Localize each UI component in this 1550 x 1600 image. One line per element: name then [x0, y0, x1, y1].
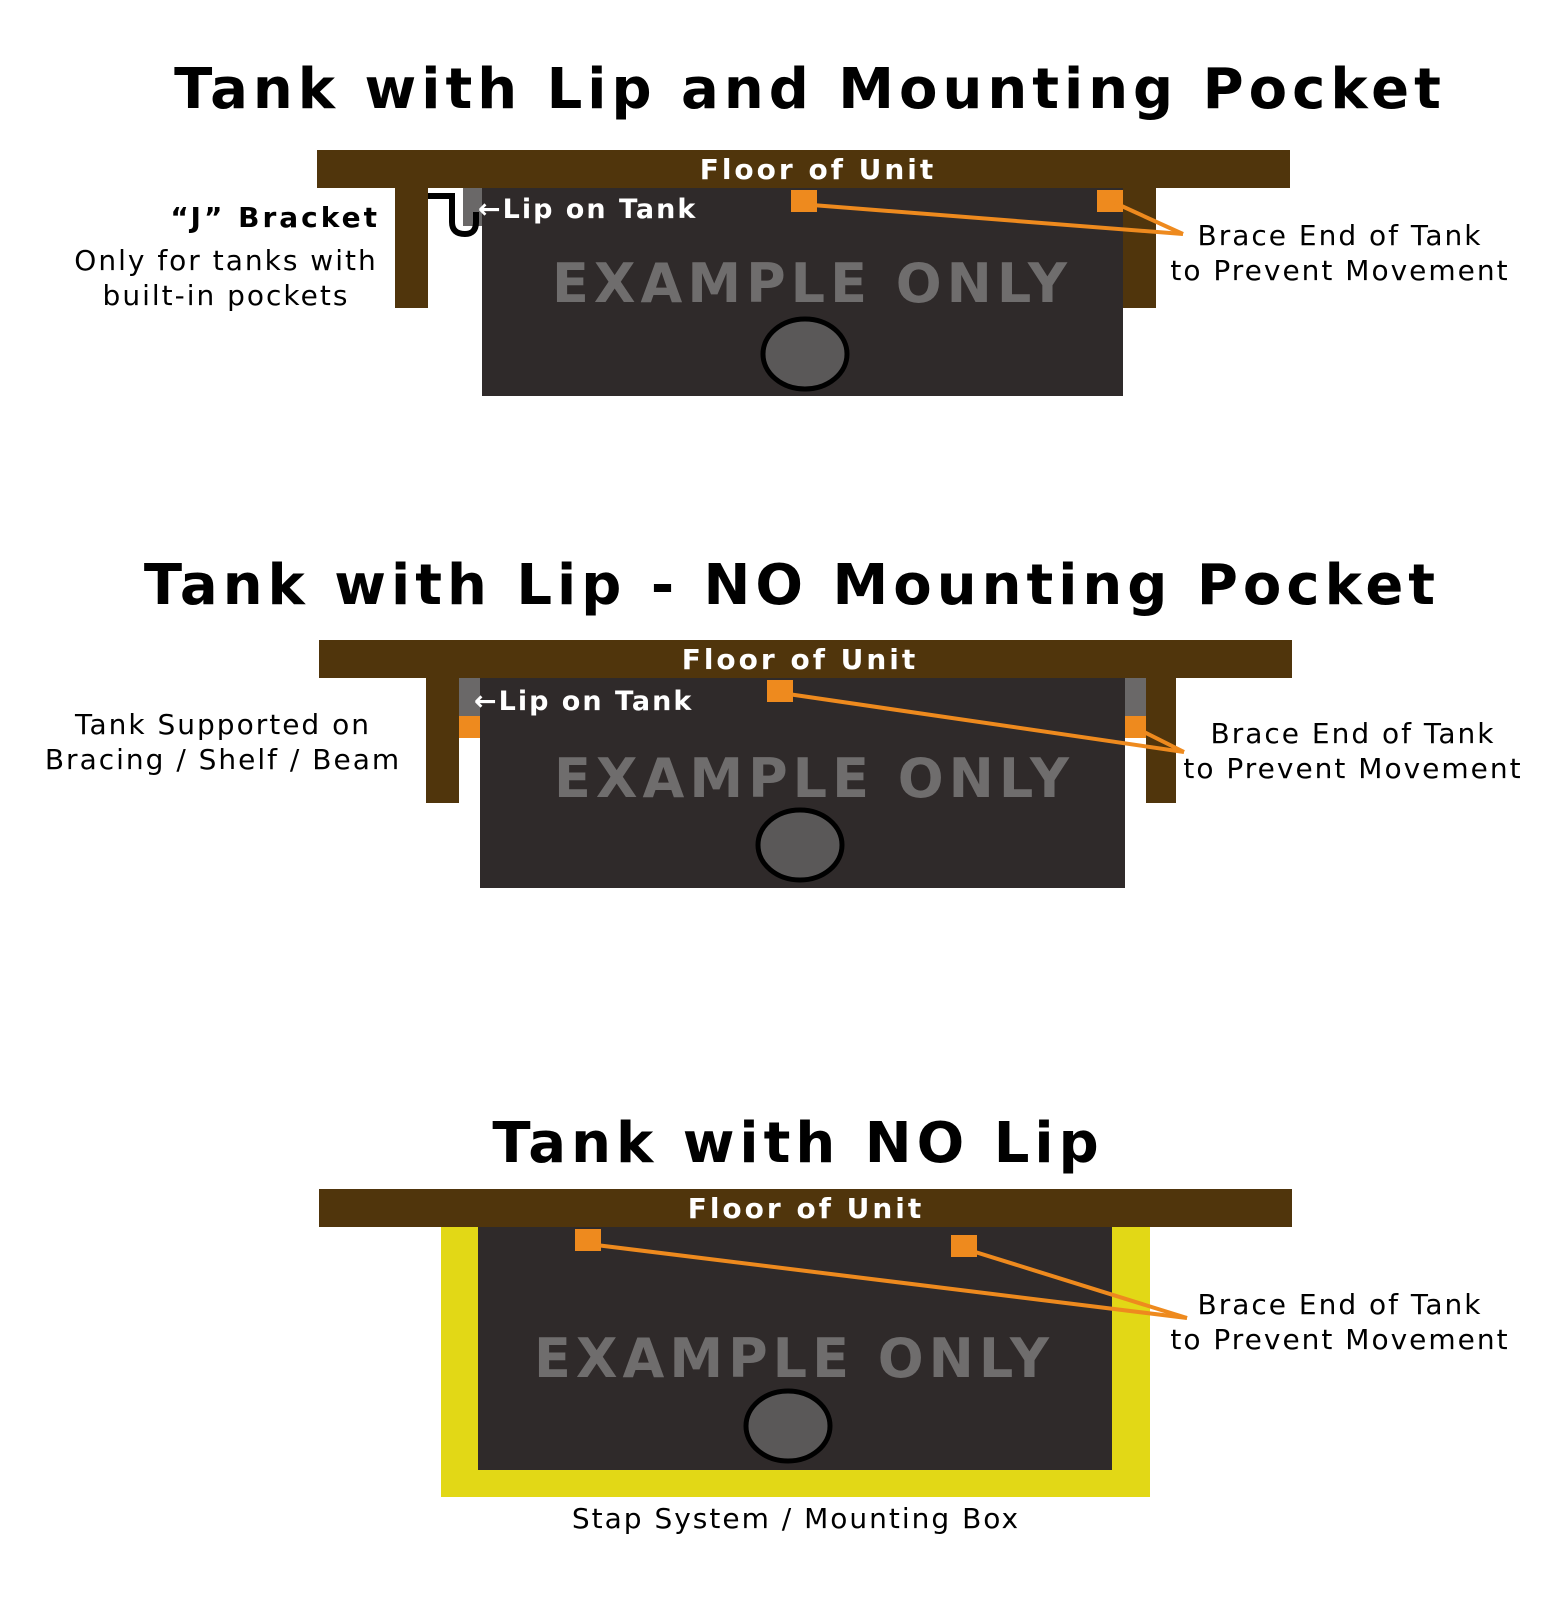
section3-drain-icon	[743, 1388, 833, 1464]
section1-brace-leader-1	[811, 203, 1184, 236]
section1-right-post	[1123, 188, 1156, 308]
section1-brace-block-1	[791, 190, 817, 212]
section1-brace-block-2	[1097, 190, 1123, 212]
section2-brace-label-1: Brace End of Tank	[1211, 717, 1496, 750]
section3-brace-block-1	[575, 1229, 601, 1251]
section1-brace-label-1: Brace End of Tank	[1198, 219, 1483, 252]
section1-brace-label-2: to Prevent Movement	[1170, 254, 1509, 287]
section2-brace-block-1	[767, 680, 793, 702]
section3-floor-label: Floor of Unit	[688, 1192, 925, 1225]
section2-title: Tank with Lip - NO Mounting Pocket	[144, 553, 1440, 618]
section2-tank-lip-right	[1125, 678, 1146, 716]
section2-brace-block-2	[1125, 716, 1146, 738]
section1-floor-beam	[317, 150, 1290, 188]
section3-title: Tank with NO Lip	[492, 1111, 1103, 1176]
section2-tank-lip-left	[459, 678, 480, 716]
section-lip-no-pocket: Tank with Lip - NO Mounting Pocket Floor…	[45, 553, 1522, 888]
section2-left-post	[426, 678, 459, 803]
j-bracket-hook-icon	[428, 193, 479, 238]
section1-lip-label: ←Lip on Tank	[478, 194, 697, 225]
section1-j-bracket-title: “J” Bracket	[170, 201, 380, 234]
section-no-lip: Tank with NO Lip Floor of Unit EXAMPLE O…	[319, 1111, 1509, 1535]
section3-brace-leader-1	[595, 1243, 1188, 1320]
section2-brace-label-2: to Prevent Movement	[1183, 752, 1522, 785]
section2-drain-icon	[755, 807, 845, 883]
section2-brace-leader-1	[787, 692, 1185, 754]
section2-brace-leader-2	[1139, 728, 1185, 754]
section1-left-post	[395, 188, 428, 308]
section3-brace-label-2: to Prevent Movement	[1170, 1323, 1509, 1356]
section1-watermark: EXAMPLE ONLY	[552, 252, 1072, 315]
section2-support-label-1: Tank Supported on	[74, 708, 371, 741]
section3-brace-leader-2	[971, 1249, 1188, 1320]
section1-brace-leader-2	[1114, 201, 1184, 236]
section3-brace-label-1: Brace End of Tank	[1198, 1288, 1483, 1321]
section1-floor-label: Floor of Unit	[700, 153, 937, 186]
section3-strap-label: Stap System / Mounting Box	[572, 1502, 1020, 1535]
section3-watermark: EXAMPLE ONLY	[534, 1327, 1054, 1390]
section1-j-bracket-note-1: Only for tanks with	[74, 244, 377, 277]
section3-floor-beam	[319, 1189, 1292, 1227]
section2-support-label-2: Bracing / Shelf / Beam	[45, 743, 401, 776]
section2-watermark: EXAMPLE ONLY	[554, 747, 1074, 810]
section1-drain-icon	[760, 316, 850, 392]
section1-title: Tank with Lip and Mounting Pocket	[174, 57, 1446, 122]
section2-lip-label: ←Lip on Tank	[474, 686, 693, 717]
section2-floor-label: Floor of Unit	[682, 643, 919, 676]
section2-floor-beam	[319, 640, 1292, 678]
section2-shelf-support-left	[459, 716, 480, 738]
section1-j-bracket-note-2: built-in pockets	[103, 279, 350, 312]
section3-brace-block-2	[951, 1235, 977, 1257]
section-lip-and-pocket: Tank with Lip and Mounting Pocket Floor …	[74, 57, 1509, 396]
